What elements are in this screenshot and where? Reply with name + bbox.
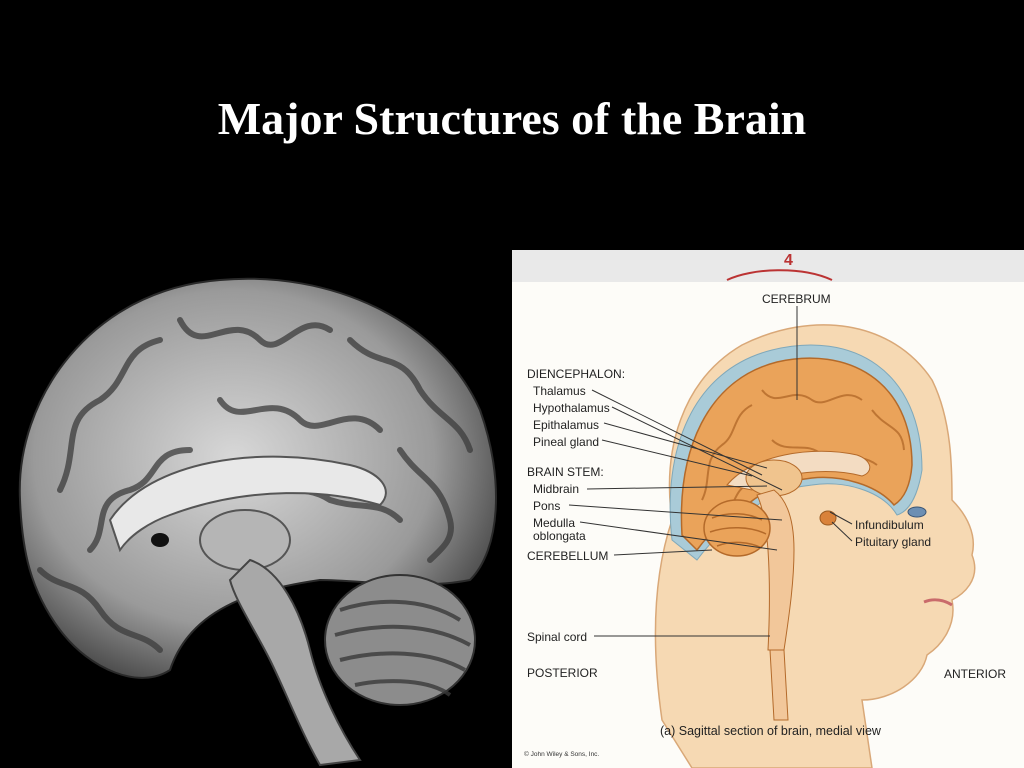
label-pons: Pons [533, 499, 561, 513]
sagittal-diagram: CEREBRUM DIENCEPHALON: Thalamus Hypothal… [512, 250, 1024, 768]
label-epithalamus: Epithalamus [533, 418, 600, 432]
label-pineal-gland: Pineal gland [533, 435, 600, 449]
label-anterior: ANTERIOR [944, 667, 1007, 681]
slide-title: Major Structures of the Brain [217, 93, 807, 144]
label-infundibulum: Infundibulum [855, 518, 924, 532]
label-midbrain: Midbrain [533, 482, 580, 496]
label-brain-stem: BRAIN STEM: [527, 465, 604, 479]
copyright-notice: © John Wiley & Sons, Inc. [524, 751, 600, 758]
label-hypothalamus: Hypothalamus [533, 401, 610, 415]
diagram-caption: (a) Sagittal section of brain, medial vi… [660, 724, 881, 738]
label-medulla-line1: Medulla [533, 516, 576, 530]
label-pituitary-gland: Pituitary gland [855, 535, 932, 549]
label-thalamus: Thalamus [533, 384, 586, 398]
label-diencephalon: DIENCEPHALON: [527, 367, 626, 381]
label-cerebellum: CEREBELLUM [527, 549, 609, 563]
sagittal-head-illustration-icon [512, 250, 1024, 768]
brain-photo [0, 250, 512, 768]
label-medulla-line2: oblongata [533, 529, 586, 543]
label-cerebrum: CEREBRUM [762, 292, 831, 306]
label-spinal-cord: Spinal cord [527, 630, 588, 644]
label-posterior: POSTERIOR [527, 666, 598, 680]
page-number: 4 [784, 252, 793, 269]
brain-photo-sagittal-icon [18, 277, 498, 767]
